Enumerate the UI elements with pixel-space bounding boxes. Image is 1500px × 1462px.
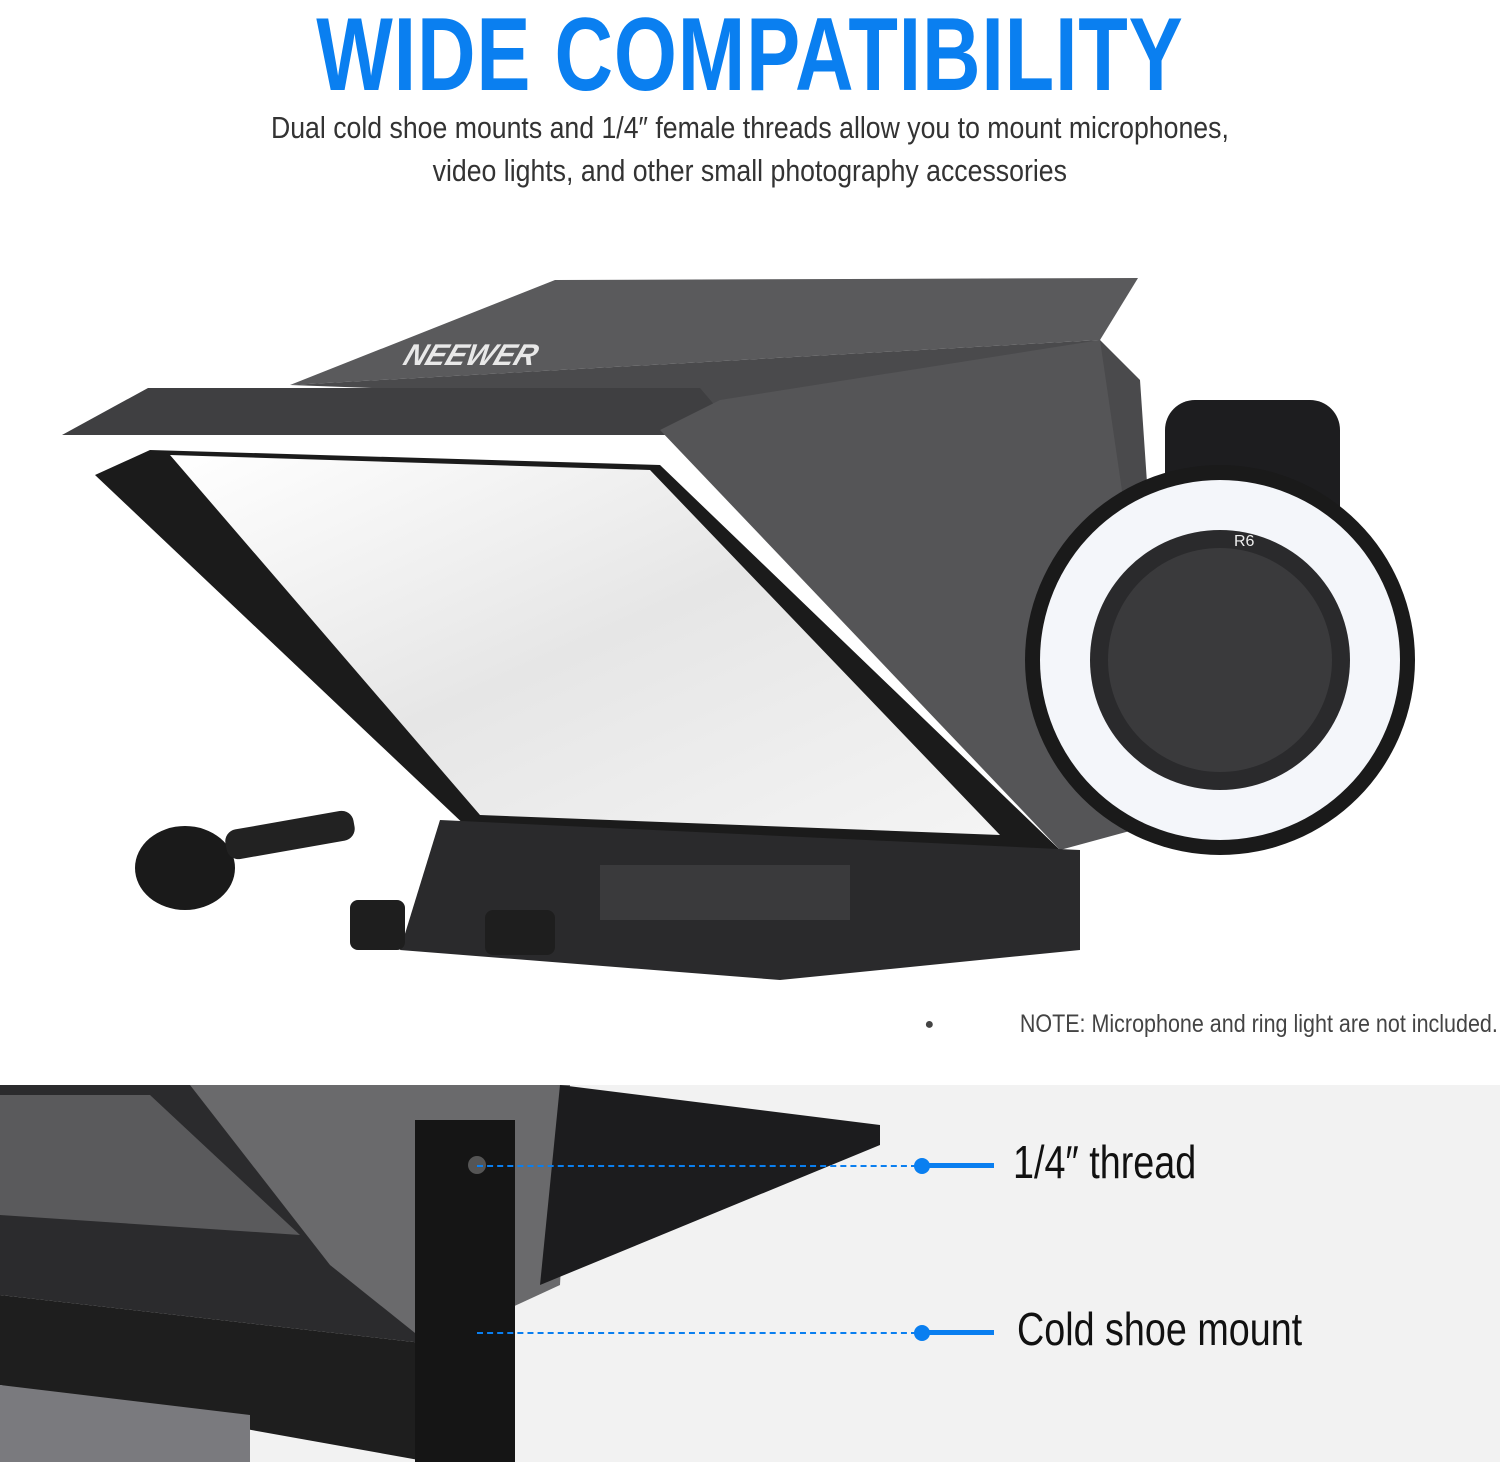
subtitle-text-1: Dual cold shoe mounts and 1/4″ female th… xyxy=(271,110,1229,145)
callout-dashed-line xyxy=(477,1165,917,1167)
callout-line xyxy=(920,1330,994,1335)
callout-thread: 1/4″ thread xyxy=(0,1135,1500,1195)
callout-label-thread: 1/4″ thread xyxy=(1013,1136,1197,1188)
callout-dashed-line xyxy=(477,1332,917,1334)
callout-cold-shoe: Cold shoe mount xyxy=(0,1302,1500,1362)
detail-panel: 1/4″ thread Cold shoe mount xyxy=(0,1085,1500,1462)
callout-label-cold-shoe: Cold shoe mount xyxy=(1017,1303,1303,1355)
glass-panel xyxy=(95,450,1060,850)
note: ● NOTE: Microphone and ring light are not… xyxy=(924,1010,1498,1039)
mount-detail-image xyxy=(0,1085,880,1462)
title-text: WIDE COMPATIBILITY xyxy=(316,0,1184,113)
note-bullet: ● xyxy=(924,1016,935,1034)
subtitle-text-2: video lights, and other small photograph… xyxy=(432,153,1068,188)
subtitle-line-1: Dual cold shoe mounts and 1/4″ female th… xyxy=(0,110,1500,146)
page-title: WIDE COMPATIBILITY xyxy=(0,0,1500,115)
microphone xyxy=(135,810,355,910)
base-frame xyxy=(350,820,1080,980)
callout-line xyxy=(920,1163,994,1168)
note-text: NOTE: Microphone and ring light are not … xyxy=(1019,1010,1498,1038)
brand-logo: NEEWER xyxy=(399,338,544,372)
subtitle-line-2: video lights, and other small photograph… xyxy=(0,153,1500,189)
teleprompter-product-image: NEEWER R6 xyxy=(62,278,1415,980)
camera-label: R6 xyxy=(1234,533,1255,550)
ring-light xyxy=(1025,465,1415,855)
